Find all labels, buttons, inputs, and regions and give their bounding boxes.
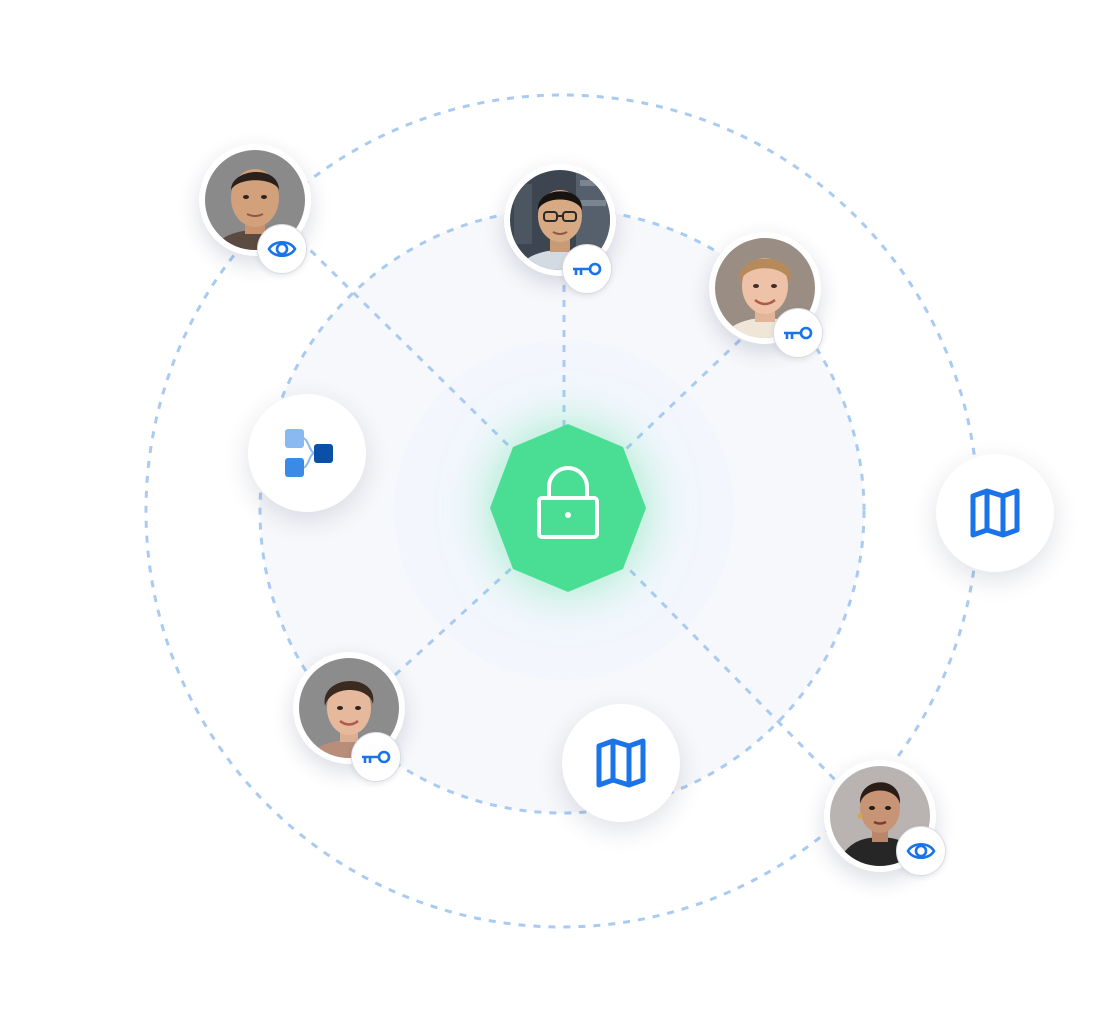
key-icon (784, 326, 813, 340)
center-lock-node (488, 424, 648, 592)
lock-octagon (490, 424, 646, 592)
person-top-center-avatar[interactable] (504, 164, 616, 294)
key-badge (773, 308, 823, 358)
key-icon (362, 750, 391, 764)
eye-badge (257, 224, 307, 274)
person-bottom-right-avatar[interactable] (824, 760, 946, 876)
map-node-bottom[interactable] (562, 704, 680, 822)
eye-icon (267, 240, 297, 258)
map-icon (596, 738, 646, 788)
key-icon (573, 262, 602, 276)
connector-top-right (623, 338, 742, 452)
person-top-right-avatar[interactable] (709, 232, 823, 358)
connector-top-left (298, 238, 517, 454)
workflow-icon (285, 429, 333, 477)
map-node-right[interactable] (936, 454, 1054, 572)
eye-icon (906, 842, 936, 860)
lock-icon (537, 466, 599, 539)
person-bottom-left-avatar[interactable] (293, 652, 405, 782)
map-icon (970, 488, 1020, 538)
eye-badge (896, 826, 946, 876)
key-badge (562, 244, 612, 294)
connector-bottom-left (393, 563, 517, 677)
person-top-left-avatar[interactable] (199, 144, 311, 274)
workflow-node[interactable] (248, 394, 366, 512)
key-badge (351, 732, 401, 782)
